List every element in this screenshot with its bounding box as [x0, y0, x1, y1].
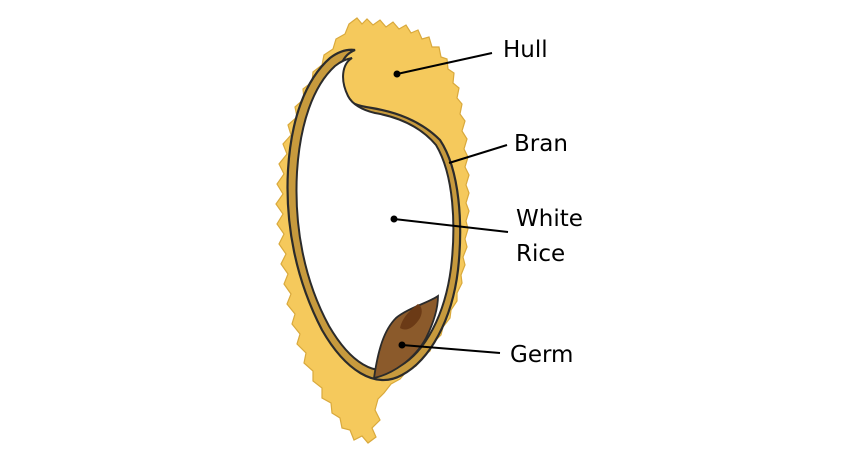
hull-leader-line [396, 52, 493, 75]
germ-shape [372, 294, 439, 380]
germ-inner-shape [400, 304, 422, 330]
bran-label: Bran [514, 131, 568, 157]
white-rice-label-line1: White [516, 206, 583, 232]
white-rice-leader-line [393, 218, 509, 233]
germ-label: Germ [510, 342, 573, 368]
hull-label: Hull [503, 37, 548, 63]
bran-leader-line [448, 144, 508, 164]
germ-leader-line [401, 344, 501, 354]
white-rice-label-line2: Rice [516, 241, 565, 267]
